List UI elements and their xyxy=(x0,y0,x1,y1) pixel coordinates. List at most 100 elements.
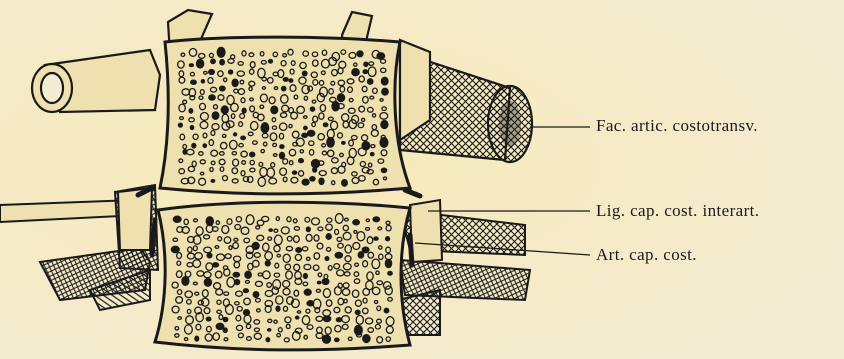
trabecula xyxy=(189,109,193,113)
trabecula xyxy=(310,177,315,181)
trabecula xyxy=(201,80,204,83)
trabecula xyxy=(364,62,368,66)
trabecula xyxy=(211,180,215,183)
trabecula xyxy=(245,271,251,278)
trabecula xyxy=(381,121,388,129)
trabecula xyxy=(302,179,309,185)
trabecula xyxy=(268,329,271,331)
trabecula xyxy=(223,328,227,333)
trabecula xyxy=(342,142,345,145)
trabecula xyxy=(357,51,363,57)
label-lig-cap-cost-interart: Lig. cap. cost. interart. xyxy=(596,201,759,221)
trabecula xyxy=(304,289,311,295)
trabecula xyxy=(195,336,199,341)
label-art-cap-cost: Art. cap. cost. xyxy=(596,245,697,265)
trabecula xyxy=(323,335,331,343)
trabecula xyxy=(192,143,196,148)
trabecula xyxy=(358,252,363,258)
trabecula xyxy=(221,106,228,114)
trabecula xyxy=(229,70,233,74)
trabecula xyxy=(323,316,330,322)
trabecula xyxy=(322,279,329,285)
trabecula xyxy=(234,133,237,136)
trabecula xyxy=(269,60,273,64)
trabecula xyxy=(242,108,246,113)
trabecula xyxy=(204,278,211,286)
trabecula xyxy=(353,220,360,225)
trabecula xyxy=(385,259,391,267)
trabecula xyxy=(233,272,239,277)
trabecula xyxy=(265,261,270,266)
trabecula xyxy=(203,144,206,148)
trabecula xyxy=(336,318,341,322)
trabecula xyxy=(335,252,342,258)
trabecula xyxy=(374,237,378,240)
trabecula xyxy=(282,86,286,90)
trabecula xyxy=(213,263,219,267)
trabecula xyxy=(368,79,373,84)
trabecula xyxy=(327,138,334,148)
trabecula xyxy=(326,234,331,240)
trabecula xyxy=(243,289,248,293)
trabecula xyxy=(296,248,302,253)
label-fac-artic-costotransv: Fac. artic. costotransv. xyxy=(596,116,758,136)
trabecula xyxy=(250,152,255,157)
trabecula xyxy=(182,277,189,286)
trabecula xyxy=(313,167,317,172)
trabecula xyxy=(304,126,308,129)
trabecula xyxy=(220,60,225,65)
trabecula xyxy=(289,79,293,82)
trabecula xyxy=(381,77,388,85)
trabecula xyxy=(381,168,386,172)
trabecula xyxy=(355,310,360,314)
trabecula xyxy=(384,308,389,313)
trabecula xyxy=(190,126,193,130)
trabecula xyxy=(217,47,225,57)
trabecula xyxy=(363,335,370,343)
upper-vertebral-body xyxy=(160,37,410,194)
trabecula xyxy=(280,152,285,158)
trabecula xyxy=(319,178,324,184)
trabecula xyxy=(377,53,385,59)
trabecula xyxy=(310,107,314,111)
trabecula xyxy=(216,323,224,329)
trabecula xyxy=(303,274,307,279)
trabecula xyxy=(363,70,367,74)
trabecula xyxy=(352,69,359,76)
trabecula xyxy=(206,317,211,321)
trabecula xyxy=(370,153,374,156)
trabecula xyxy=(373,217,380,222)
trabecula xyxy=(276,306,280,311)
trabecula xyxy=(296,316,299,319)
lower-vertebral-body xyxy=(155,202,410,350)
trabecula xyxy=(241,136,246,139)
trabecula xyxy=(197,59,204,68)
trabecula xyxy=(335,338,339,341)
trabecula xyxy=(386,237,390,241)
trabecula xyxy=(252,242,259,249)
trabecula xyxy=(283,78,288,82)
trabecula xyxy=(302,133,308,137)
trabecula xyxy=(220,86,226,91)
trabecula xyxy=(211,59,216,64)
trabecula xyxy=(362,247,369,253)
trabecula xyxy=(253,292,259,298)
trabecula xyxy=(292,171,296,174)
trabecula xyxy=(209,70,215,75)
trabecula xyxy=(235,280,240,285)
trabecula xyxy=(388,271,392,275)
trabecula xyxy=(212,112,219,119)
trabecula xyxy=(380,138,388,148)
trabecula xyxy=(269,229,272,231)
trabecula xyxy=(266,338,270,342)
trabecula xyxy=(323,123,328,127)
trabecula xyxy=(271,106,278,114)
trabecula xyxy=(337,94,344,102)
trabecula xyxy=(307,130,314,136)
trabecula xyxy=(173,216,181,222)
trabecula xyxy=(299,159,304,163)
trabecula xyxy=(306,227,310,232)
trabecula xyxy=(223,317,228,321)
